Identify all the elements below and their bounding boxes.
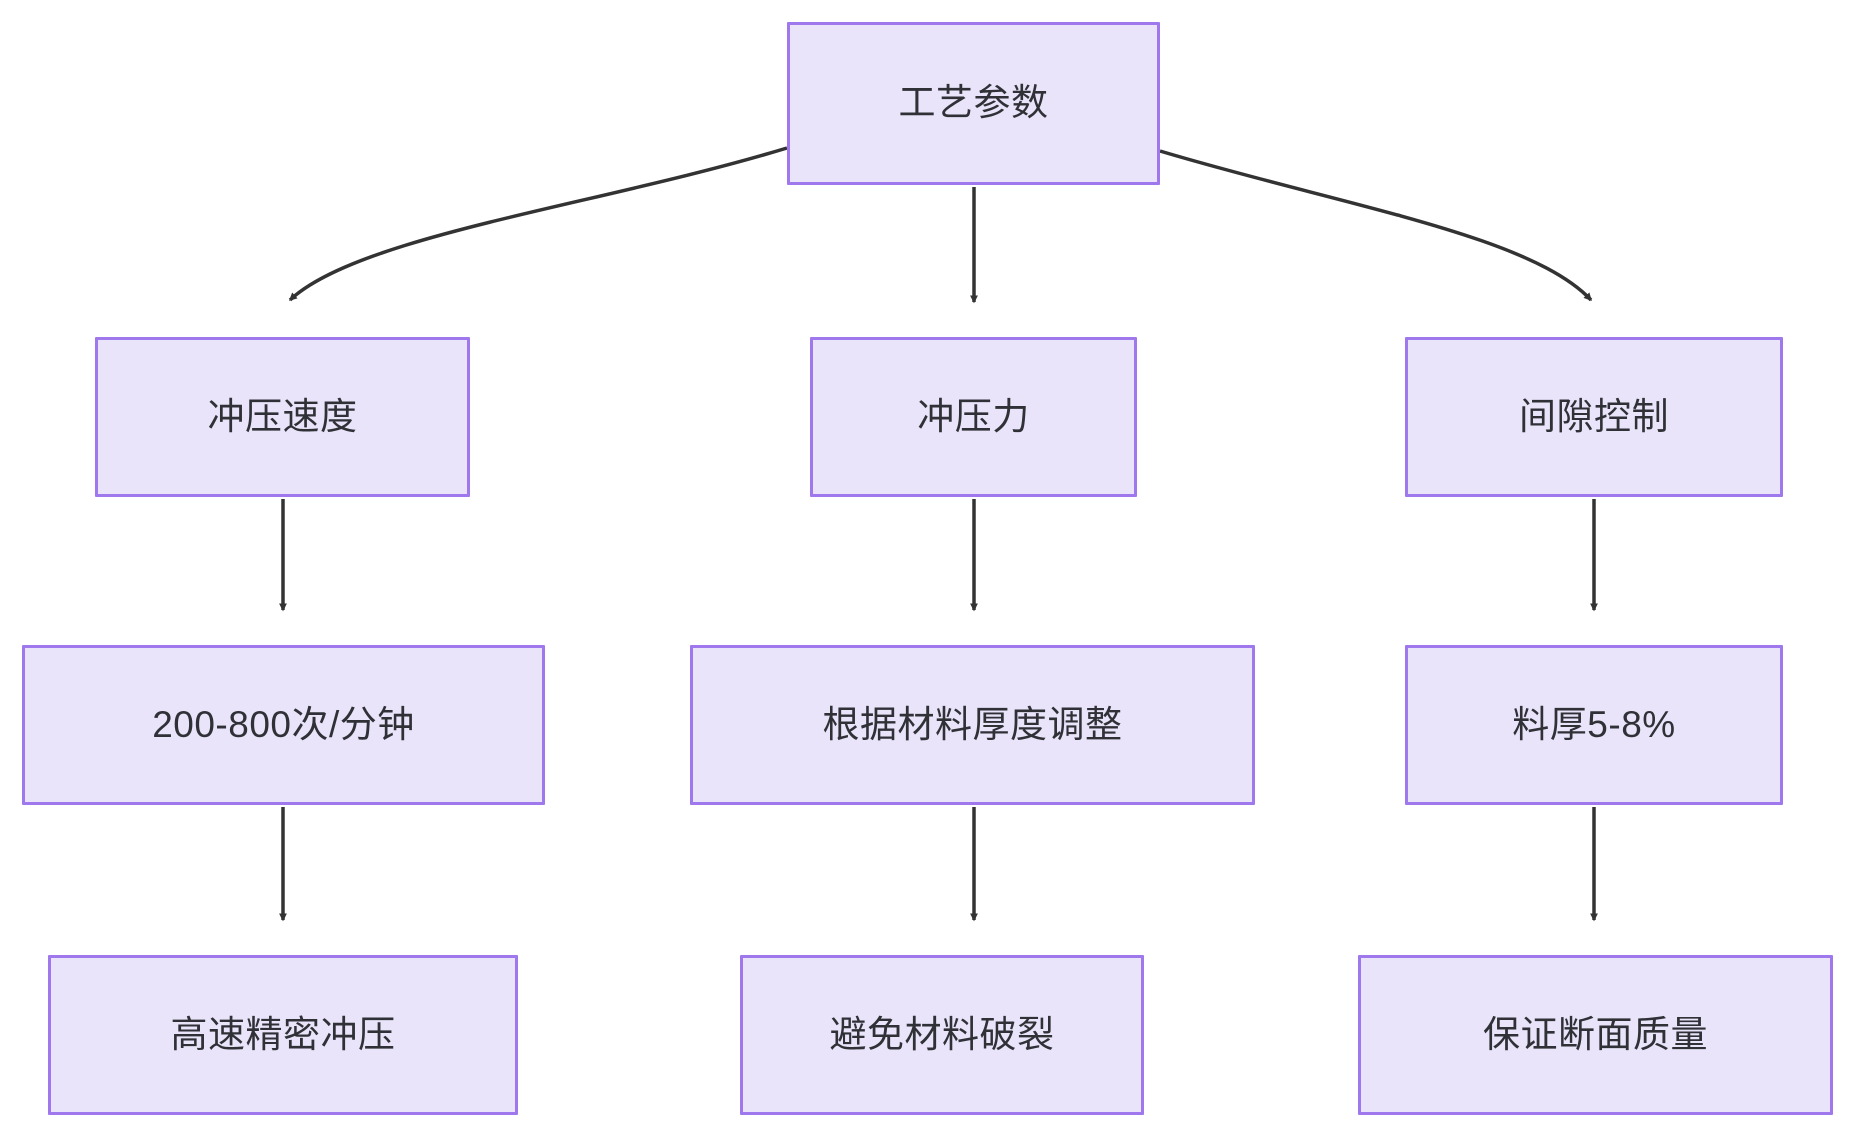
node-force-value[interactable]: 根据材料厚度调整 [690,645,1255,805]
edge-root-to-clearance [1159,149,1593,302]
node-clearance-value[interactable]: 料厚5-8% [1405,645,1783,805]
node-process-parameters[interactable]: 工艺参数 [787,22,1160,185]
node-label: 料厚5-8% [1512,703,1676,745]
node-label: 工艺参数 [898,82,1049,124]
node-stamping-force[interactable]: 冲压力 [810,337,1137,497]
node-label: 避免材料破裂 [829,1013,1055,1055]
node-stamping-speed[interactable]: 冲压速度 [95,337,470,497]
node-speed-value[interactable]: 200-800次/分钟 [22,645,545,805]
node-label: 200-800次/分钟 [152,703,415,745]
node-force-outcome[interactable]: 避免材料破裂 [740,955,1144,1115]
node-label: 根据材料厚度调整 [822,703,1123,745]
edge-root-to-speed [288,146,788,302]
node-label: 保证断面质量 [1483,1013,1708,1055]
node-label: 高速精密冲压 [170,1013,396,1055]
node-clearance-outcome[interactable]: 保证断面质量 [1358,955,1833,1115]
node-clearance-control[interactable]: 间隙控制 [1405,337,1783,497]
node-speed-outcome[interactable]: 高速精密冲压 [48,955,518,1115]
node-label: 冲压力 [917,395,1030,437]
node-label: 冲压速度 [207,395,358,437]
node-label: 间隙控制 [1519,395,1669,437]
